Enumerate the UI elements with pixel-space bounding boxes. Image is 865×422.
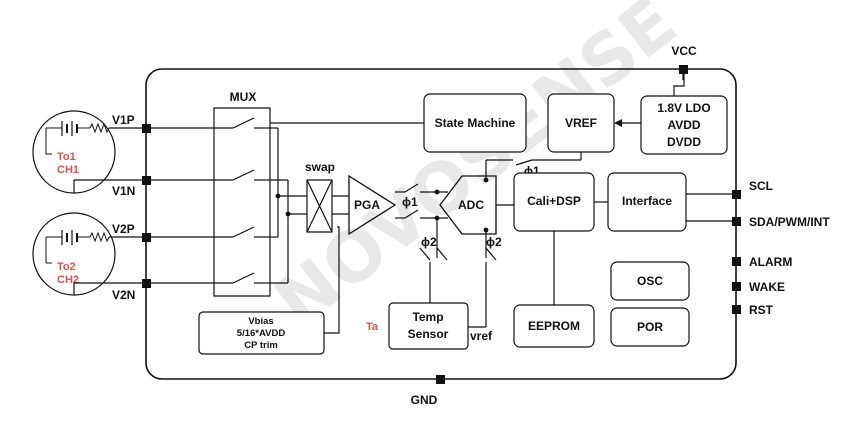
phi2-switches: [420, 218, 496, 327]
pin-v2n: V2N: [112, 279, 151, 302]
ch1-to-label: To1: [57, 151, 76, 163]
ch2-to-label: To2: [57, 261, 76, 273]
swap-block: swap: [305, 160, 349, 232]
eeprom-block: EEPROM: [514, 305, 594, 347]
cali-dsp-label: Cali+DSP: [527, 194, 581, 208]
state-machine-label: State Machine: [435, 116, 516, 130]
v1n-label: V1N: [112, 184, 135, 198]
pin-alarm: ALARM: [732, 255, 792, 269]
gnd-label: GND: [411, 393, 438, 407]
adc-label: ADC: [458, 198, 484, 212]
ch1-ch-label: CH1: [57, 164, 79, 176]
eeprom-label: EEPROM: [528, 319, 580, 333]
pin-v1p: V1P: [112, 113, 151, 133]
alarm-label: ALARM: [749, 255, 792, 269]
scl-label: SCL: [749, 179, 773, 193]
phi1-pga-label: ϕ1: [402, 195, 418, 209]
pga-block: PGA ϕ1: [349, 176, 448, 234]
v2p-label: V2P: [112, 222, 135, 236]
phi2-right-label: ϕ2: [486, 235, 502, 249]
osc-block: OSC: [611, 262, 689, 300]
swap-label: swap: [305, 160, 335, 174]
vref-block-label: VREF: [565, 116, 597, 130]
v1p-label: V1P: [112, 113, 135, 127]
por-label: POR: [637, 320, 663, 334]
vref-signal-label: vref: [470, 329, 493, 343]
sensor-ch2: To2 CH2: [33, 213, 146, 295]
pin-wake: WAKE: [732, 280, 785, 294]
ldo-block: 1.8V LDO AVDD DVDD: [614, 96, 727, 154]
vbias-line1: Vbias: [248, 316, 273, 327]
ldo-line1: 1.8V LDO: [657, 101, 710, 115]
cali-dsp-block: Cali+DSP: [514, 173, 608, 305]
vbias-block: Vbias 5/16*AVDD CP trim: [199, 193, 339, 354]
pin-sda: SDA/PWM/INT: [732, 215, 830, 229]
gnd-pin: GND: [411, 375, 445, 407]
v2n-label: V2N: [112, 288, 135, 302]
ch2-ch-label: CH2: [57, 274, 79, 286]
mux-block: MUX: [214, 90, 307, 296]
pga-label: PGA: [354, 198, 380, 212]
wake-label: WAKE: [749, 280, 785, 294]
interface-block: Interface: [608, 173, 736, 231]
temp-line2: Sensor: [408, 327, 449, 341]
sensor-ch1: To1 CH1: [33, 111, 146, 193]
pin-scl: SCL: [732, 179, 773, 199]
temp-sensor-block: Temp Sensor Ta vref: [366, 262, 493, 349]
vbias-line3: CP trim: [244, 340, 278, 351]
vbias-line2: 5/16*AVDD: [237, 328, 286, 339]
phi2-left-label: ϕ2: [421, 235, 437, 249]
temp-line1: Temp: [412, 310, 443, 324]
vcc-label: VCC: [671, 44, 697, 58]
ldo-line3: DVDD: [667, 135, 701, 149]
vcc-pin: VCC: [671, 44, 697, 96]
input-lines: [74, 128, 233, 295]
ta-label: Ta: [366, 321, 379, 333]
pin-rst: RST: [732, 303, 774, 317]
ldo-line2: AVDD: [667, 118, 700, 132]
osc-label: OSC: [637, 274, 663, 288]
interface-label: Interface: [622, 194, 672, 208]
por-block: POR: [611, 308, 689, 346]
pin-v1n: V1N: [112, 176, 151, 198]
state-machine-block: State Machine: [424, 94, 526, 152]
rst-label: RST: [749, 303, 774, 317]
pin-v2p: V2P: [112, 222, 151, 242]
sda-label: SDA/PWM/INT: [749, 215, 830, 229]
mux-label: MUX: [230, 90, 257, 104]
